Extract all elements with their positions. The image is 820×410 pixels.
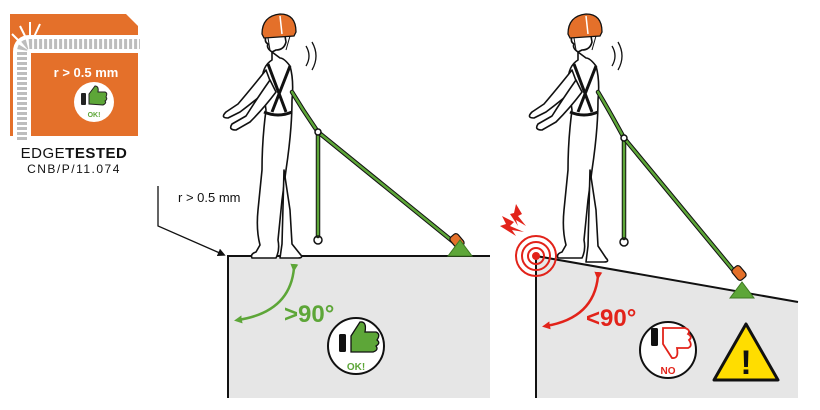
thumbs-up-icon (339, 321, 380, 353)
climber-figure (528, 22, 609, 263)
edge-tested-title: EDGETESTED CNB/P/11.074 (21, 145, 128, 176)
warning-triangle-icon: ! (712, 322, 780, 382)
right-verdict-label: NO (661, 366, 676, 377)
svg-text:EDGETESTED: EDGETESTED (21, 145, 128, 162)
impact-burst-icon (500, 204, 526, 236)
thumbs-down-icon (651, 327, 692, 359)
helmet-icon (567, 13, 603, 51)
badge-title-normal: EDGE (21, 145, 66, 162)
right-lanyard (595, 89, 747, 281)
anchor-icon (729, 281, 755, 299)
helmet-icon (261, 13, 297, 51)
edge-tested-badge: r > 0.5 mm OK! (10, 14, 140, 140)
left-scene: r > 0.5 mm (157, 13, 490, 398)
right-angle-arrow (542, 271, 603, 330)
left-angle-label: >90° (284, 301, 334, 328)
thumbs-up-icon (81, 85, 108, 106)
left-verdict-label: OK! (347, 362, 365, 373)
left-angle-arrow (234, 263, 299, 324)
climber-figure (222, 22, 303, 259)
right-verdict: NO (639, 321, 697, 379)
badge-title-bold: TESTED (65, 145, 127, 162)
left-radius-label: r > 0.5 mm (178, 190, 241, 205)
badge-radius-label: r > 0.5 mm (54, 65, 119, 80)
badge-ok-label: OK! (88, 112, 101, 119)
badge-code: CNB/P/11.074 (27, 162, 121, 176)
left-verdict: OK! (327, 317, 385, 375)
anchor-icon (447, 239, 473, 257)
right-angle-label: <90° (586, 305, 636, 332)
warning-symbol: ! (740, 344, 751, 382)
impact-burst-icon (11, 22, 41, 43)
target-rings-icon (515, 235, 557, 277)
left-lanyard (289, 89, 465, 249)
right-scene: <90° NO ! (500, 13, 799, 398)
